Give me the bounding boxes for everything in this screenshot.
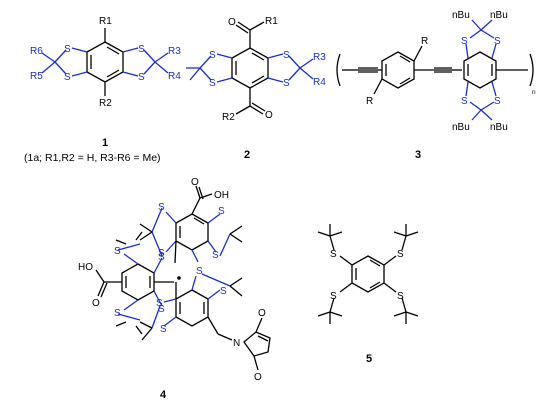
compound-2-black-labels: O R1 O R2 2 [222,16,278,161]
c4-s-11: S [156,298,163,309]
compound-2 [186,21,314,115]
c4-s-5: S [114,246,121,257]
c1-r6: R6 [30,46,43,57]
c4-s-4: S [218,206,225,217]
c1-r1: R1 [99,16,112,27]
c1-number: 1 [102,137,108,149]
c4-number: 4 [160,389,167,401]
c1-s-bottom-right: S [138,72,145,83]
c2-s-tl: S [209,50,216,61]
c4-s-3: S [212,250,219,261]
c4-n: N [233,338,240,349]
c4-s-6: S [158,248,165,259]
c2-s-bl: S [209,78,216,89]
c3-nbu-br: nBu [490,122,508,133]
c1-s-top-right: S [138,44,145,55]
c3-s-2: S [494,36,501,47]
c2-s-br: S [283,78,290,89]
c4-s-1: S [158,202,165,213]
c2-o-top: O [228,17,236,28]
compound-3-ttf-core [463,19,528,121]
compound-1-labels: S S S S R6 R5 R3 R4 [30,44,181,83]
c2-s-tr: S [283,50,290,61]
compound-3-labels: R R n 3 nBu nBu nBu nBu [366,10,536,161]
compound-3-s-labels: S S S S [461,36,501,107]
c3-number: 3 [415,149,421,161]
c3-nbu-tl: nBu [452,10,470,21]
c2-o-bottom: O [265,110,273,121]
compound-4 [95,185,271,371]
c4-acid-top: OH [214,190,229,201]
c1-r3: R3 [168,46,181,57]
c4-s-10: S [220,286,227,297]
c4-s-12: S [160,324,167,335]
c5-s-tr: S [397,249,404,260]
compound-4-labels: OH O HO O N O O 4 [78,177,266,401]
c3-nbu-tr: nBu [490,10,508,21]
c1-r4: R4 [168,71,181,82]
c4-o-left: O [92,298,100,309]
c4-s-9: S [196,266,203,277]
c4-o-maleimide-bottom: O [254,372,262,383]
c5-s-br: S [397,291,404,302]
compound-5-labels: S S S S 5 [330,249,404,365]
c1-r5: R5 [30,71,43,82]
c5-s-tl: S [330,249,337,260]
c4-s-2: S [158,252,165,263]
c5-s-bl: S [330,291,337,302]
compound-5 [317,224,419,324]
c3-s-3: S [461,96,468,107]
compound-4-s-labels: S S S S S S S S S S S S [114,202,227,335]
c4-s-7: S [114,308,121,319]
compound-1-r-labels: R1 R2 1 (1a; R1,R2 = H, R3-R6 = Me) [24,16,161,164]
c3-s-1: S [461,36,468,47]
c3-subscript-n: n [532,89,536,96]
c3-r-top: R [421,36,428,47]
c2-r2: R2 [222,112,235,123]
c3-r-bottom: R [366,96,373,107]
c4-acid-left: HO [78,262,93,273]
c4-radical-dot [177,276,181,280]
c2-r4: R4 [313,77,326,88]
c1-s-bottom-left: S [64,72,71,83]
c1-note: (1a; R1,R2 = H, R3-R6 = Me) [24,152,161,164]
compound-2-labels: S S S S R3 R4 [209,50,326,89]
c1-r2: R2 [99,98,112,109]
compound-1 [41,28,169,96]
c2-number: 2 [244,149,250,161]
c4-o-top: O [191,177,199,188]
c3-s-4: S [494,96,501,107]
c4-s-8: S [158,304,165,315]
c3-nbu-bl: nBu [452,122,470,133]
c2-r1: R1 [265,16,278,27]
c4-o-maleimide-top: O [258,308,266,319]
compound-3 [336,45,534,95]
c2-r3: R3 [313,52,326,63]
c1-s-top-left: S [64,44,71,55]
c5-number: 5 [366,353,372,365]
